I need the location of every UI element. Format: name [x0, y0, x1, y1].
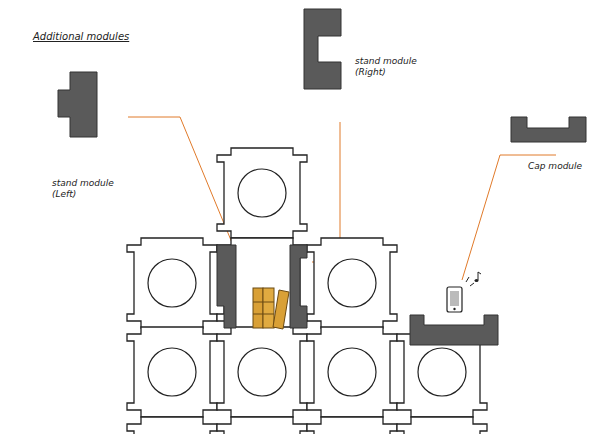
module-label: Cap module — [528, 161, 598, 172]
shelf-tile — [307, 327, 397, 417]
tile-hole — [148, 348, 196, 396]
shelf-tile — [217, 417, 307, 434]
module-label: stand module (Right) — [355, 56, 430, 79]
tile-hole — [238, 348, 286, 396]
tile-hole — [418, 348, 466, 396]
tile-hole — [328, 259, 376, 307]
shelf-tile — [127, 327, 217, 417]
tile-hole — [328, 348, 376, 396]
shelf-tile — [217, 327, 307, 417]
shelf-tile — [307, 238, 397, 328]
shelf-tile — [127, 417, 217, 434]
shelf-tile — [217, 148, 307, 238]
shelf-tile — [307, 417, 397, 434]
tile-hole — [148, 259, 196, 307]
shelf-tile — [217, 238, 307, 328]
tile-hole — [238, 169, 286, 217]
shelf-tile — [397, 417, 487, 434]
section-title: Additional modules — [33, 31, 129, 44]
module-label: stand module (Left) — [52, 178, 122, 201]
shelf-tile — [127, 238, 217, 328]
